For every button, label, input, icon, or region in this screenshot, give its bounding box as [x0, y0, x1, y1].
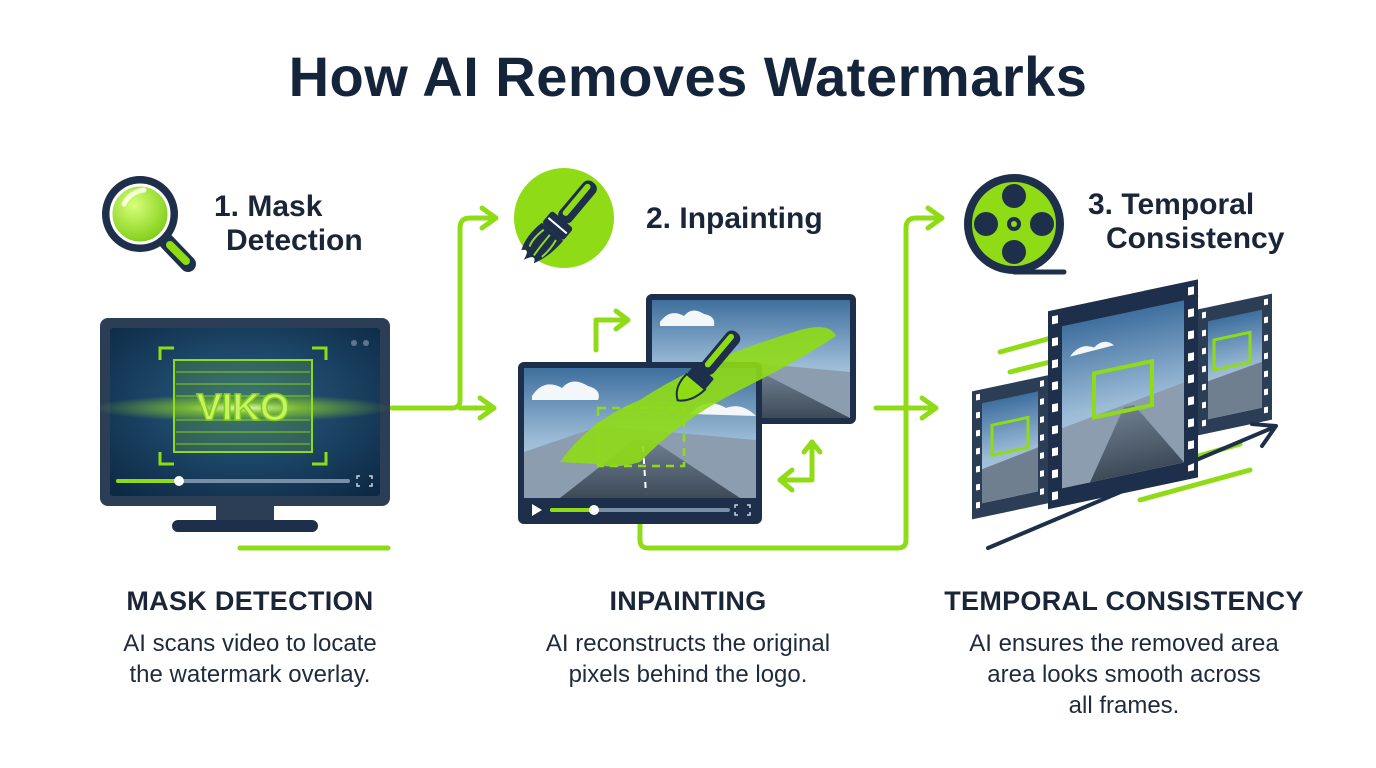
film-reel-icon — [964, 174, 1067, 275]
step1-heading: MASK DETECTION — [126, 586, 374, 616]
step3-desc-line3: all frames. — [1068, 692, 1180, 719]
monitor-illustration: VIKO — [93, 318, 393, 532]
step3-description: AI ensures the removed area area looks s… — [894, 628, 1354, 721]
step1-description: AI scans video to locate the watermark o… — [20, 628, 480, 690]
page-title: How AI Removes Watermarks — [288, 45, 1088, 108]
flow-arrows — [237, 205, 945, 551]
step1-label: 1. Mask Detection — [214, 190, 363, 258]
step3-label-line2: Consistency — [1106, 222, 1285, 255]
paintbrush-icon — [514, 168, 614, 268]
step1-desc-line1: AI scans video to locate — [123, 630, 377, 657]
magnifier-icon — [102, 176, 196, 272]
step2-label: 2. Inpainting — [646, 202, 823, 236]
step3-label-line1: 3. Temporal — [1088, 188, 1255, 221]
step3-heading: TEMPORAL CONSISTENCY — [944, 586, 1304, 616]
arrow-return-bottom — [637, 215, 943, 551]
step2-description: AI reconstructs the original pixels behi… — [458, 628, 918, 690]
step2-desc-line2: pixels behind the logo. — [568, 661, 808, 688]
step1-desc-line2: the watermark overlay. — [129, 661, 371, 688]
motion-arrow — [986, 426, 1274, 550]
step2-desc-line1: AI reconstructs the original — [545, 630, 831, 657]
step1-label-line2: Detection — [226, 224, 363, 257]
watermark-text: VIKO — [197, 387, 290, 429]
step2-label-line1: 2. Inpainting — [646, 202, 823, 235]
arrow-to-step2-icon — [389, 215, 497, 411]
inpainting-illustration — [518, 294, 856, 524]
step3-label: 3. Temporal Consistency — [1088, 188, 1284, 256]
step1-label-line1: 1. Mask — [214, 190, 323, 223]
step3-desc-line2: area looks smooth across — [987, 661, 1261, 688]
step3-desc-line1: AI ensures the removed area — [969, 630, 1279, 657]
step2-heading: INPAINTING — [609, 586, 767, 616]
film-strips-illustration — [972, 279, 1278, 550]
